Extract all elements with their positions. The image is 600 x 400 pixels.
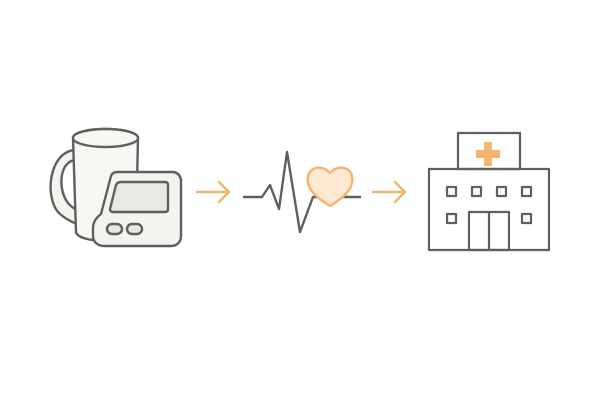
heartbeat-icon: [242, 150, 362, 234]
monitor-screen: [108, 180, 170, 214]
pulse-line: [242, 150, 362, 234]
hospital-windows: [445, 185, 533, 225]
hospital-cross: [476, 142, 500, 166]
cuff-opening: [71, 127, 140, 149]
hospital-icon: [427, 131, 551, 252]
blood-pressure-monitor-icon: [49, 127, 183, 248]
hospital-door: [467, 210, 511, 252]
arrow-right-icon: [371, 180, 407, 204]
monitor-button-right: [125, 222, 144, 236]
heart-icon: [306, 166, 354, 208]
arrow-right-icon: [195, 180, 231, 204]
monitor-button-left: [105, 222, 124, 236]
